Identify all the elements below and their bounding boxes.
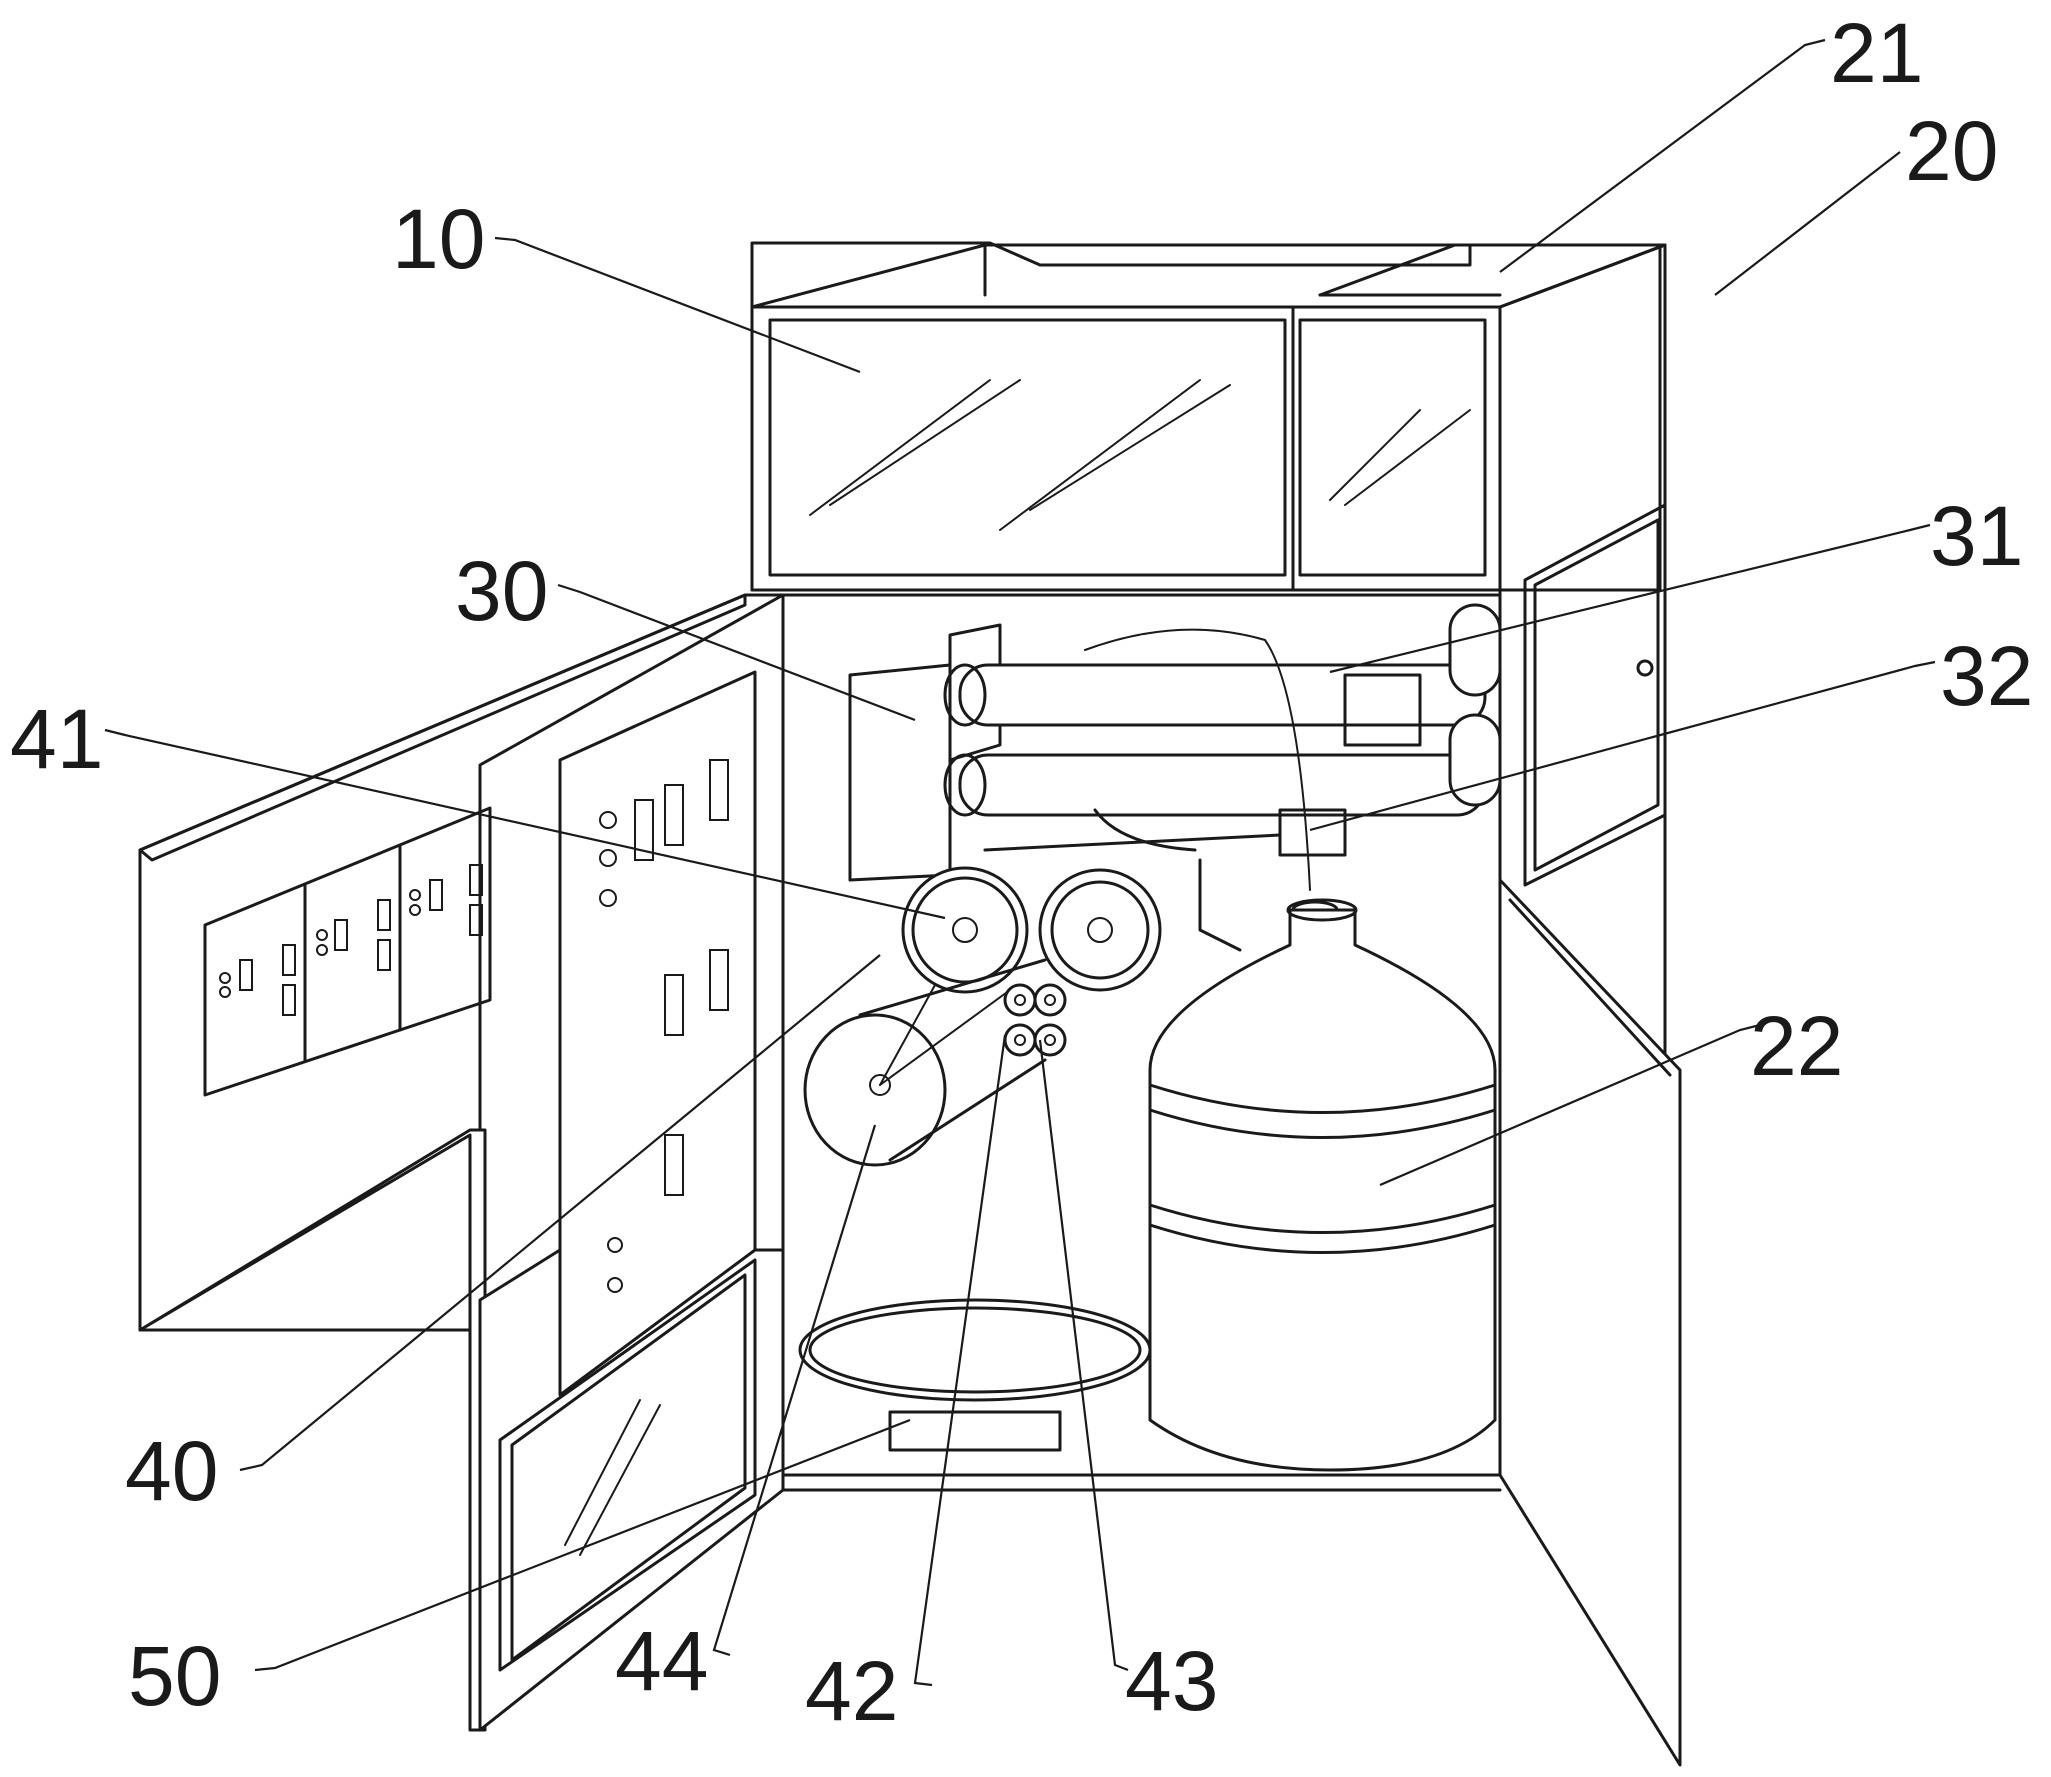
label-20: 20: [1905, 104, 1998, 198]
label-50: 50: [128, 1629, 221, 1723]
left-door-inner: [478, 670, 785, 1732]
label-22: 22: [1750, 999, 1843, 1093]
label-41: 41: [10, 692, 103, 786]
leader-lines: [104, 38, 1936, 1687]
label-10: 10: [392, 192, 485, 286]
label-30: 30: [455, 544, 548, 638]
gears-42-43: [1003, 983, 1067, 1057]
control-buttons-outer: [219, 864, 483, 1016]
window-10: [768, 318, 1287, 577]
roller-41: [901, 866, 1029, 994]
label-43: 43: [1125, 1634, 1218, 1728]
label-40: 40: [125, 1424, 218, 1518]
window-21: [1298, 318, 1487, 577]
drive-assembly: [803, 866, 1162, 1167]
water-bottle-22: [1148, 898, 1497, 1472]
filter-assembly: [848, 603, 1502, 952]
label-31: 31: [1930, 489, 2023, 583]
label-44: 44: [615, 1614, 708, 1708]
motor-44: [803, 1013, 947, 1167]
reference-labels: 10 20 21 22 30 31 32 40 41 42 43 44 50: [10, 6, 2033, 1738]
label-21: 21: [1830, 6, 1923, 100]
label-32: 32: [1940, 629, 2033, 723]
tray-50: [798, 1298, 1152, 1452]
label-42: 42: [805, 1644, 898, 1738]
roller-right: [1038, 868, 1162, 992]
cabinet-body: [750, 241, 1682, 1767]
left-door-outer: [138, 593, 785, 1732]
control-buttons-inner: [599, 759, 729, 1293]
